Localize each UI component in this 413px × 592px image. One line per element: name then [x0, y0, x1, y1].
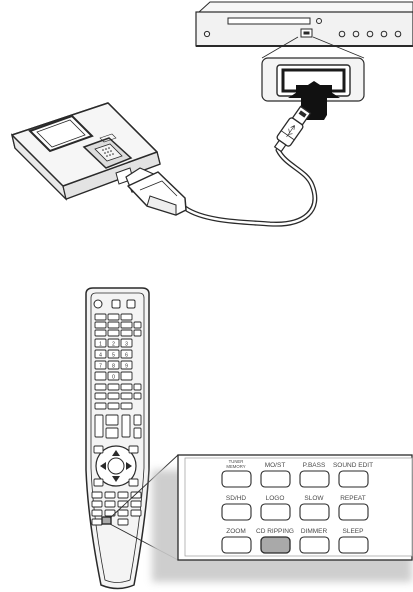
label-p-bass: P.BASS	[303, 462, 326, 469]
dimmer-button[interactable]	[300, 537, 329, 553]
label-sleep: SLEEP	[343, 528, 364, 535]
mini-usb-plug-icon	[126, 168, 186, 215]
sleep-button[interactable]	[339, 537, 368, 553]
slow-button[interactable]	[300, 504, 329, 520]
mo-st-button[interactable]	[261, 471, 290, 487]
tuner-memory-button[interactable]	[222, 471, 251, 487]
zoom-button[interactable]	[222, 537, 251, 553]
player-unit	[196, 2, 413, 58]
label-slow: SLOW	[304, 495, 324, 502]
label-sd-hd: SD/HD	[226, 495, 247, 502]
label-zoom: ZOOM	[226, 528, 246, 535]
label-tuner-memory-line2: MEMORY	[226, 464, 245, 469]
remote-control-icon: 1 2 3 4 5 6 7 8 9 0	[86, 288, 149, 589]
label-sound-edit: SOUND EDIT	[333, 462, 373, 469]
label-dimmer: DIMMER	[301, 528, 328, 535]
repeat-button[interactable]	[339, 504, 368, 520]
usb-port-callout	[262, 58, 364, 120]
svg-text:7: 7	[99, 364, 102, 370]
logo-button[interactable]	[261, 504, 290, 520]
usb-plug-icon	[271, 105, 312, 153]
svg-text:4: 4	[99, 353, 102, 359]
sd-hd-button[interactable]	[222, 504, 251, 520]
label-mo-st: MO/ST	[265, 462, 286, 469]
svg-text:5: 5	[112, 353, 115, 359]
cd-ripping-button[interactable]	[261, 537, 290, 553]
svg-text:9: 9	[125, 364, 128, 370]
p-bass-button[interactable]	[300, 471, 329, 487]
svg-text:2: 2	[112, 342, 115, 348]
svg-text:0: 0	[112, 375, 115, 381]
svg-text:3: 3	[125, 342, 128, 348]
label-repeat: REPEAT	[340, 495, 366, 502]
label-cd-ripping: CD RIPPING	[256, 528, 294, 535]
svg-text:8: 8	[112, 364, 115, 370]
label-logo: LOGO	[266, 495, 285, 502]
svg-text:6: 6	[125, 353, 128, 359]
sound-edit-button[interactable]	[339, 471, 368, 487]
usb-cable	[185, 150, 315, 224]
svg-text:1: 1	[99, 342, 102, 348]
